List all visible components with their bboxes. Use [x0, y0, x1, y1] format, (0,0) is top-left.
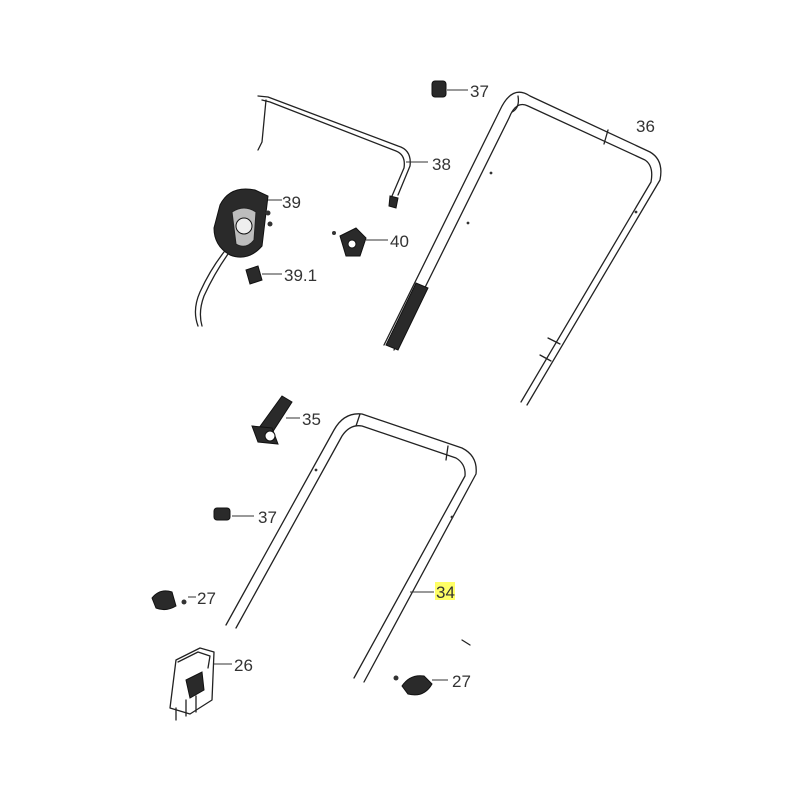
- knob-37-top: [431, 80, 468, 98]
- bracket-27-right: [393, 639, 471, 696]
- label-39-1: 39.1: [284, 266, 317, 285]
- label-39: 39: [282, 193, 301, 212]
- knob-37-mid: [213, 507, 254, 521]
- label-40: 40: [390, 232, 409, 251]
- label-35: 35: [302, 410, 321, 429]
- cable-38: [257, 95, 428, 209]
- bracket-27-left: [151, 590, 196, 611]
- label-27-right: 27: [452, 672, 471, 691]
- label-38: 38: [432, 155, 451, 174]
- lower-handle-34: [225, 413, 477, 683]
- mount-26: [169, 647, 232, 721]
- label-34-highlight: [435, 582, 455, 600]
- label-37-mid: 37: [258, 508, 277, 527]
- label-36: 36: [636, 117, 655, 136]
- lever-35: [251, 395, 300, 445]
- clip-39-1: [245, 265, 282, 285]
- label-26: 26: [234, 656, 253, 675]
- label-37-top: 37: [470, 82, 489, 101]
- label-34: 34: [436, 583, 455, 602]
- clip-40: [332, 227, 388, 257]
- label-27-left: 27: [197, 589, 216, 608]
- switch-box-39: [194, 188, 282, 327]
- upper-handle-36: [383, 91, 662, 406]
